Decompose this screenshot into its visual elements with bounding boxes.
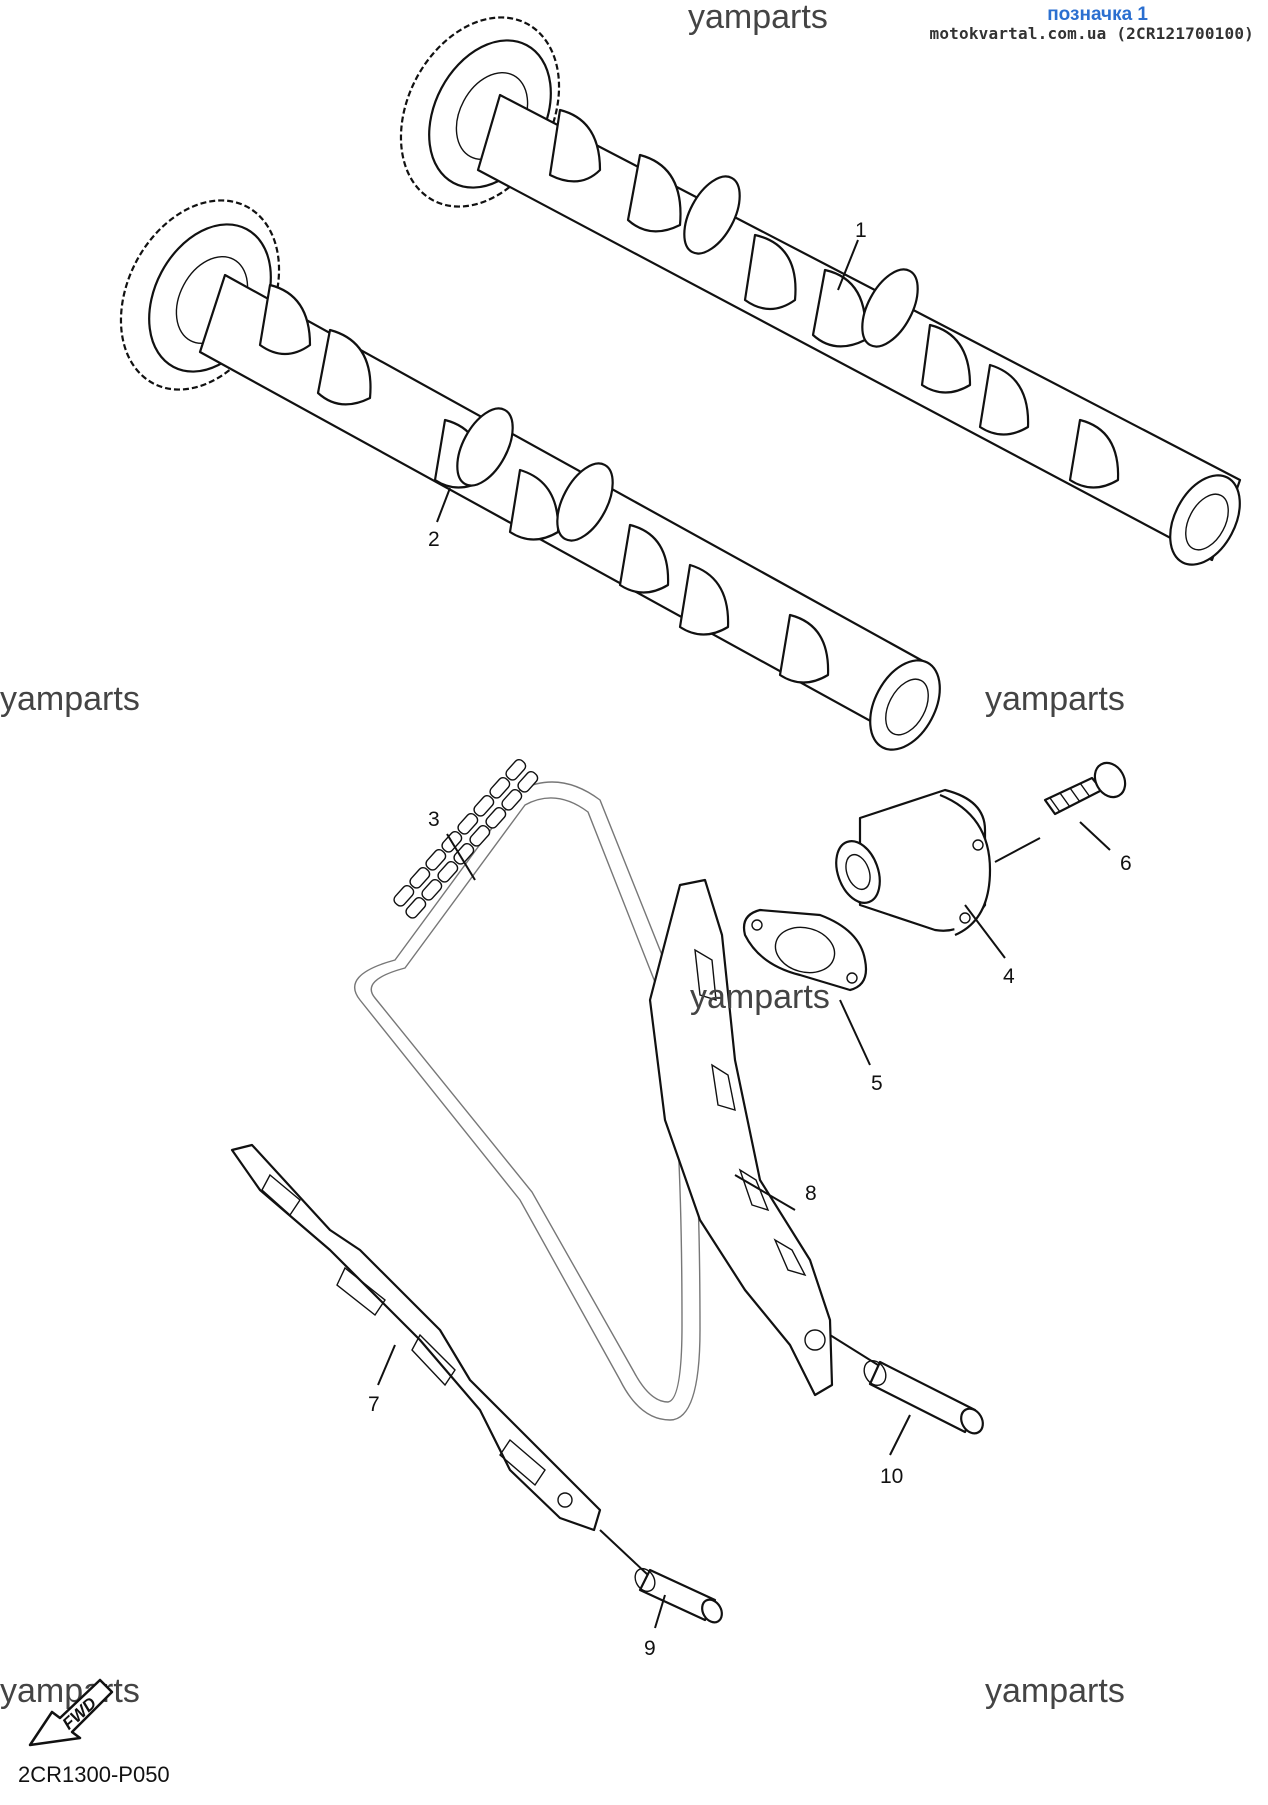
callout-1: 1 [855, 219, 867, 242]
gasket-icon[interactable] [742, 908, 868, 992]
watermark: yamparts [690, 978, 830, 1016]
watermark: yamparts [985, 1672, 1125, 1710]
callout-8: 8 [805, 1182, 817, 1205]
pin-10-icon[interactable] [860, 1357, 987, 1438]
callout-7: 7 [368, 1393, 380, 1416]
callout-2: 2 [428, 528, 440, 551]
bolt-icon[interactable] [1043, 757, 1131, 816]
diagram-code: 2CR1300-P050 [18, 1762, 170, 1787]
callout-6: 6 [1120, 852, 1132, 875]
callout-10: 10 [880, 1465, 903, 1488]
chain-tensioner-icon[interactable] [828, 788, 992, 937]
camshaft-1-icon[interactable] [369, 0, 1254, 576]
pin-9-icon[interactable] [631, 1565, 726, 1626]
camshaft-2-icon[interactable] [89, 173, 954, 762]
diagram-mark-label: позначка 1 [1047, 4, 1148, 25]
watermark: yamparts [0, 680, 140, 718]
tensioner-guide-icon[interactable] [648, 878, 834, 1397]
watermark: yamparts [688, 0, 828, 36]
chain-guide-icon[interactable] [230, 1143, 602, 1532]
watermark: yamparts [0, 1672, 140, 1710]
callout-4: 4 [1003, 965, 1015, 988]
timing-chain-icon[interactable] [354, 758, 701, 1421]
leader-lines [377, 239, 1111, 1629]
callout-3: 3 [428, 808, 440, 831]
callout-5: 5 [871, 1072, 883, 1095]
callout-9: 9 [644, 1637, 656, 1660]
watermark: yamparts [985, 680, 1125, 718]
source-label: motokvartal.com.ua (2CR121700100) [929, 24, 1254, 43]
